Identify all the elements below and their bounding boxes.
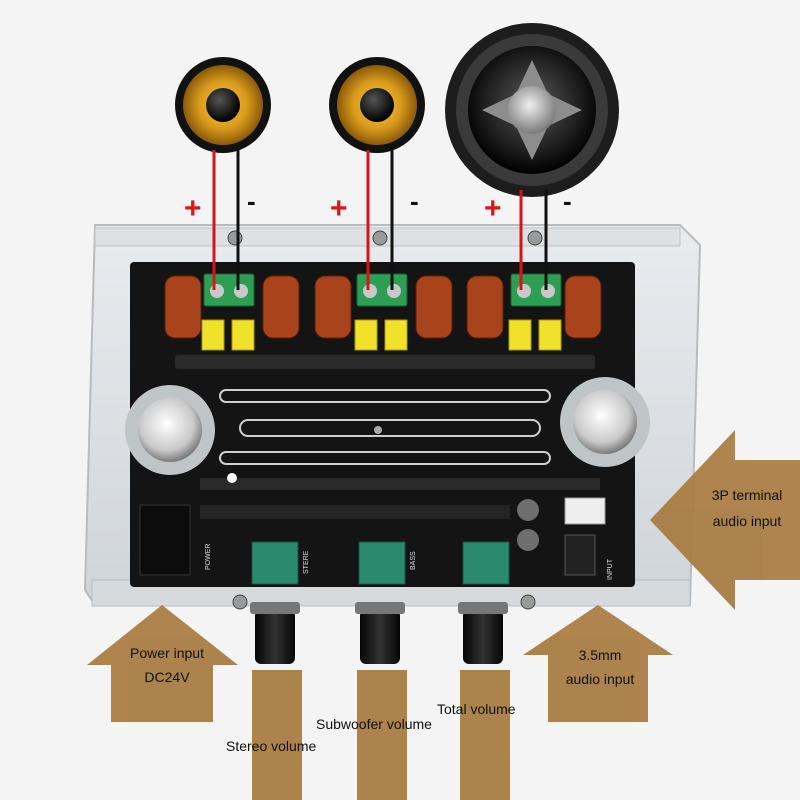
left-minus-sign: - [247,186,256,216]
jack-input-label-line1: 3.5mm [578,647,622,663]
arrow-subwoofer-volume [357,670,407,800]
power-input-label: Power input DC24V [107,644,227,686]
arrow-total-volume [460,670,510,800]
stereo-volume-label: Stereo volume [226,738,317,754]
cooling-fan-left [125,385,215,475]
silk-input: INPUT [607,558,614,580]
speaker-wires [212,150,548,290]
arrow-3-5mm-input [523,605,673,722]
sub-plus-sign: + [484,192,502,225]
silk-bass: BASS [410,551,417,570]
left-plus-sign: + [184,192,202,225]
silk-power: POWER [205,544,212,570]
inductor-coils [164,275,602,339]
arrows [87,430,800,800]
jack-input-label-line2: audio input [565,671,635,687]
arrow-stereo-volume [252,670,302,800]
3p-terminal-label-line1: 3P terminal [711,487,783,503]
amplifier-pcb: POWER STERE BASS INPUT [125,262,650,587]
3p-terminal-label-line2: audio input [712,513,782,529]
cooling-fan-right [560,377,650,467]
subwoofer-volume-label: Subwoofer volume [316,716,432,732]
3-5mm-jack [564,534,596,576]
polarity-signs: + - + - + - [184,186,572,225]
yellow-capacitors [201,319,562,351]
power-input-label-line1: Power input [130,645,204,661]
case-screws [227,230,543,610]
subwoofer-speaker-icon [445,23,619,197]
power-input-label-line2: DC24V [144,669,190,685]
heatsink-slots [219,389,551,465]
right-plus-sign: + [330,192,348,225]
jack-input-label: 3.5mm audio input [545,646,655,688]
speaker-terminal-blocks [203,273,562,307]
volume-knobs [250,602,508,664]
arrow-power-input [87,605,238,722]
potentiometers [251,541,510,585]
right-speaker-icon [329,57,425,153]
3p-terminal-label: 3P terminal audio input [697,486,797,530]
dc-power-jack [139,504,191,576]
3p-terminal-connector [564,497,606,525]
total-volume-label: Total volume [437,701,516,717]
left-speaker-icon [175,57,271,153]
right-minus-sign: - [410,186,419,216]
sub-minus-sign: - [563,186,572,216]
silk-stereo: STERE [303,550,310,574]
arrow-3p-terminal [650,430,800,610]
